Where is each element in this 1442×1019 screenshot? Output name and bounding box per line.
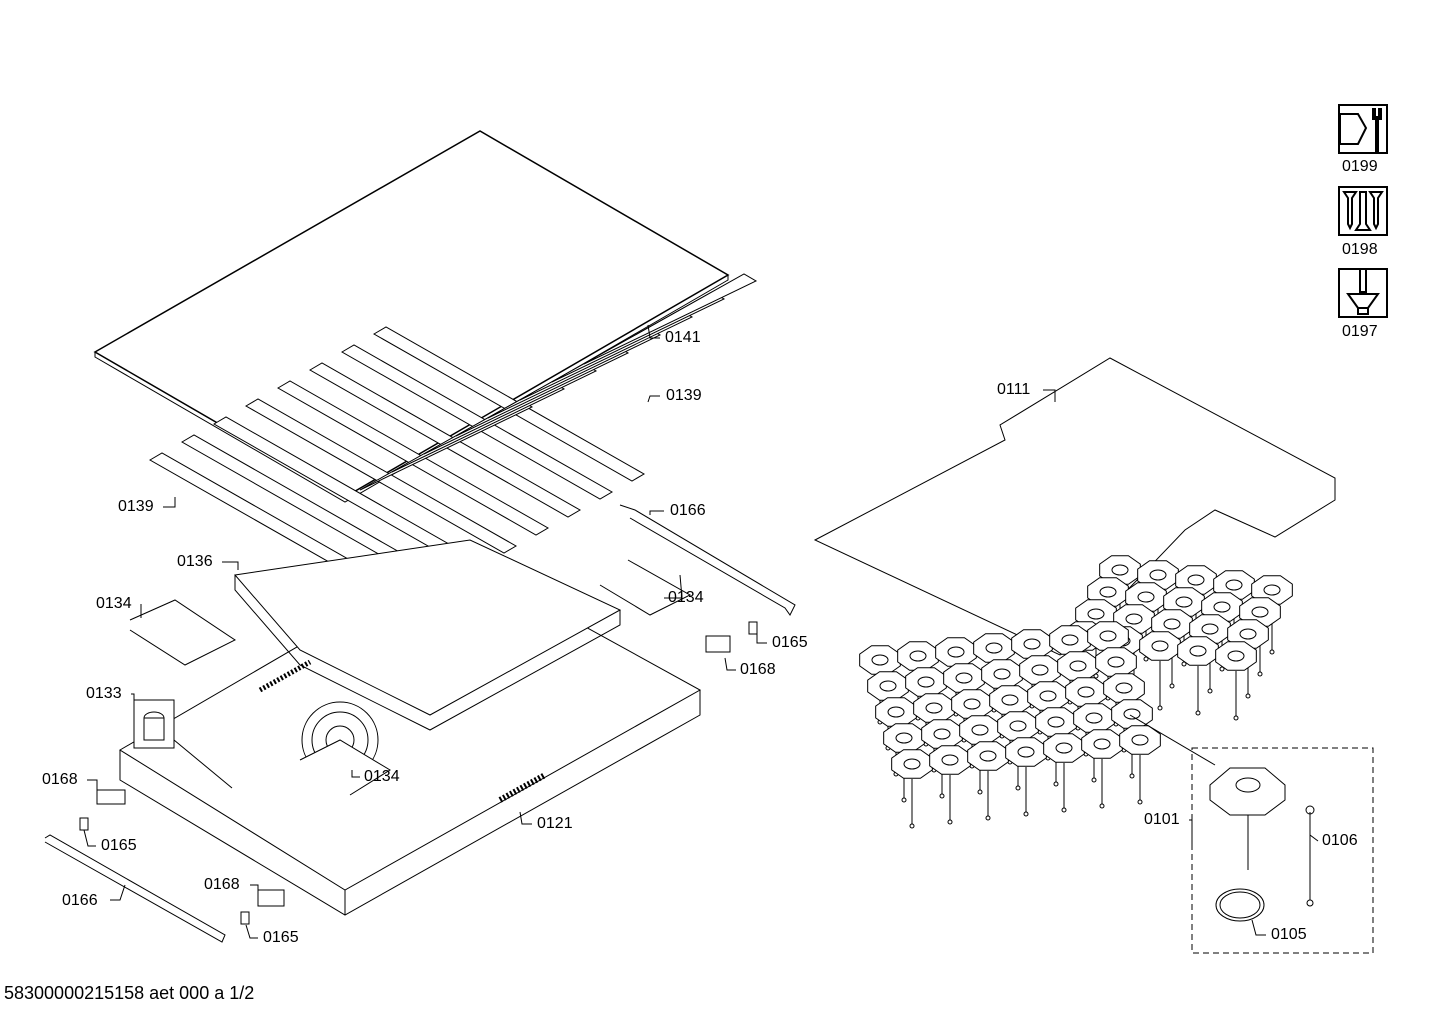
strip-right (619, 504, 796, 616)
bracket-fan (299, 739, 391, 796)
part-label-0168: 0168 (740, 661, 776, 678)
screwdriver-countersink-icon (1338, 268, 1388, 318)
induction-coil (859, 645, 901, 725)
single-coil-detail (1209, 767, 1315, 922)
part-label-0105: 0105 (1271, 926, 1307, 943)
clip-0168c (257, 889, 285, 907)
induction-coil (1215, 641, 1257, 721)
clip-0165c (240, 911, 250, 925)
part-label-0134: 0134 (364, 768, 400, 785)
rail (340, 344, 614, 500)
part-label-0121: 0121 (537, 815, 573, 832)
bracket-left (129, 599, 236, 666)
part-label-0168: 0168 (204, 876, 240, 893)
induction-coil (1251, 575, 1293, 655)
clip-0168a (705, 635, 731, 653)
induction-coil (1043, 733, 1085, 813)
induction-coil (897, 641, 939, 721)
induction-coil (1005, 737, 1047, 817)
part-label-0134: 0134 (96, 595, 132, 612)
clip-0168b (96, 789, 126, 805)
bracket-right (599, 559, 692, 616)
part-label-0166: 0166 (670, 502, 706, 519)
induction-coil (1119, 725, 1161, 805)
part-label-0139: 0139 (666, 387, 702, 404)
support-rails (148, 273, 758, 608)
sensor (133, 699, 233, 789)
nut-wrench-icon (1338, 104, 1388, 154)
induction-coils (859, 555, 1293, 829)
detail-box (1191, 747, 1374, 954)
part-label-0165: 0165 (772, 634, 808, 651)
induction-coil (1201, 592, 1243, 672)
part-label-0134: 0134 (668, 589, 704, 606)
part-label-0139: 0139 (118, 498, 154, 515)
inner-frame (234, 539, 622, 731)
part-label-0106: 0106 (1322, 832, 1358, 849)
strip-left (44, 834, 226, 943)
rail (583, 273, 758, 365)
part-label-0136: 0136 (177, 553, 213, 570)
part-label-0166: 0166 (62, 892, 98, 909)
tool-label-0198: 0198 (1342, 241, 1378, 258)
leader-lines (83, 324, 1319, 939)
part-label-0101: 0101 (1144, 811, 1180, 828)
induction-coil (967, 741, 1009, 821)
screws-icon (1338, 186, 1388, 236)
drawing-number: 58300000215158 aet 000 a 1/2 (4, 983, 255, 1003)
induction-coil (1177, 636, 1219, 716)
part-label-0111: 0111 (997, 381, 1031, 398)
induction-coil (891, 749, 933, 829)
tool-label-0197: 0197 (1342, 323, 1378, 340)
rail (244, 398, 518, 554)
tool-label-0199: 0199 (1342, 158, 1378, 175)
rail (276, 380, 550, 536)
clip-0165a (748, 621, 758, 635)
part-label-0141: 0141 (665, 329, 701, 346)
clip-0165b (79, 817, 89, 831)
induction-coil (1081, 729, 1123, 809)
part-label-0168: 0168 (42, 771, 78, 788)
induction-coil (1139, 631, 1181, 711)
part-label-0165: 0165 (101, 837, 137, 854)
part-label-0133: 0133 (86, 685, 122, 702)
rail (308, 362, 582, 518)
rail (372, 326, 646, 482)
induction-coil (929, 745, 971, 825)
part-label-0165: 0165 (263, 929, 299, 946)
